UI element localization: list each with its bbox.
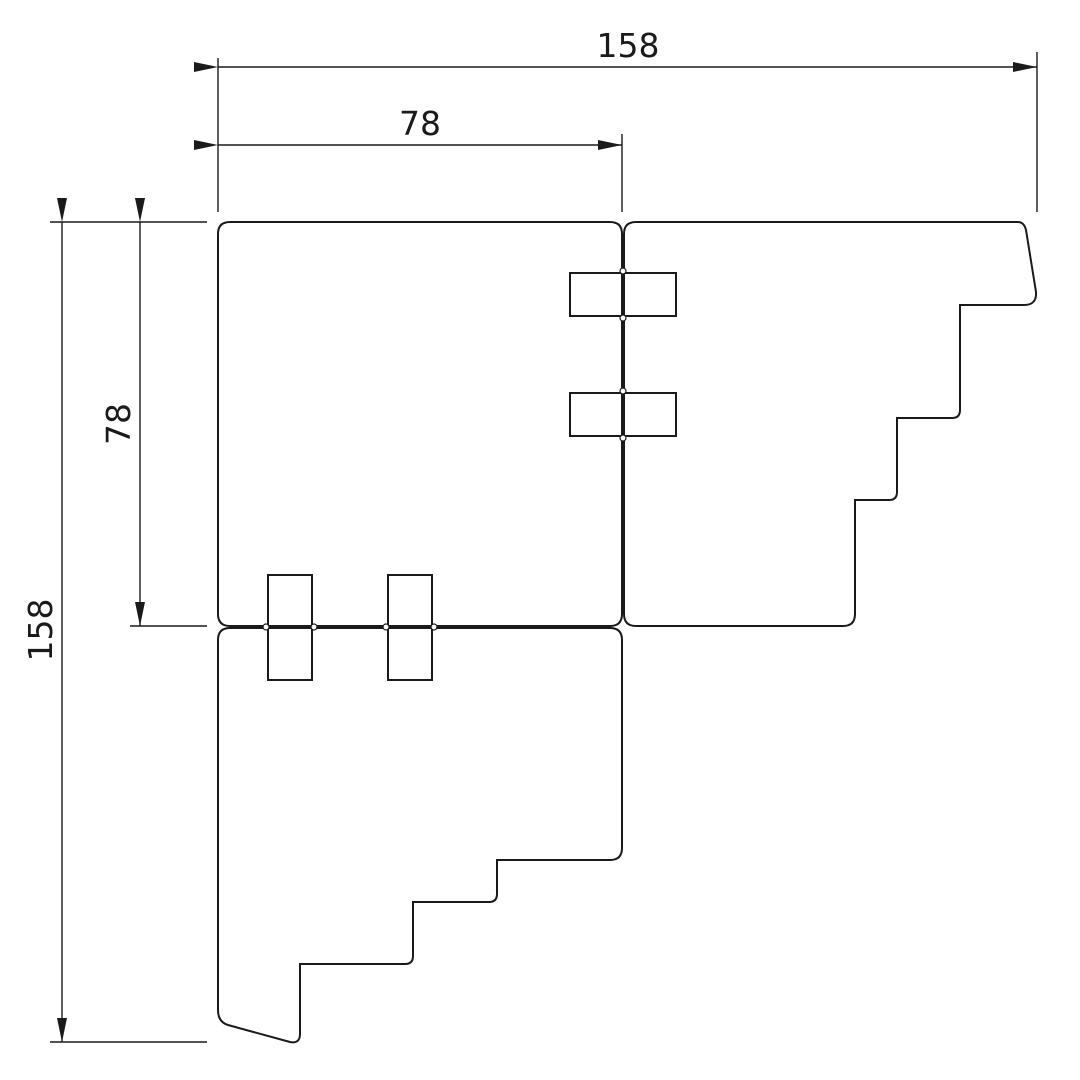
dimension-label: 78 xyxy=(399,104,441,143)
dimension-label: 158 xyxy=(21,599,60,662)
dimension-total-height: 158 xyxy=(21,198,207,1043)
panel-bottom-left xyxy=(217,627,623,1044)
dimension-label: 78 xyxy=(99,403,138,445)
panel-top-right xyxy=(623,221,1038,627)
panel-top-left xyxy=(217,221,623,627)
connector-pins xyxy=(262,267,627,631)
dimension-total-width: 158 xyxy=(194,26,1038,212)
dimension-label: 158 xyxy=(597,26,660,65)
dimension-half-width: 78 xyxy=(194,104,623,212)
dimension-half-height: 78 xyxy=(99,198,207,627)
